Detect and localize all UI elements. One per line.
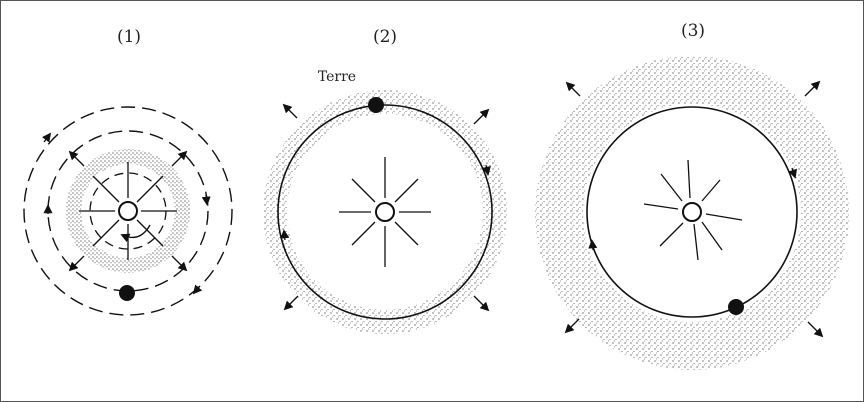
- panel-2-planet-terre: [368, 97, 384, 113]
- planet-label: Terre: [318, 69, 356, 85]
- panel-3-orbit-arrow: [588, 239, 598, 251]
- panel-1-sun-rays: [79, 162, 177, 260]
- panel-3-orbit-arrow: [788, 167, 798, 179]
- panel-1-orbit-arrow: [201, 194, 211, 206]
- panel-2-expansion-arrow: [473, 108, 490, 125]
- panel-3-sun: [682, 202, 702, 222]
- panel-1-inner-swirl-arrow: [120, 224, 151, 243]
- panel-3-sun-rays: [643, 159, 743, 261]
- panel-1-label: (1): [117, 27, 141, 47]
- panel-1-expansion-arrow: [171, 150, 188, 167]
- panel-1-orbit-arrow: [192, 284, 203, 295]
- panel-2-expansion-arrow: [282, 103, 298, 119]
- panel-2-label: (2): [373, 27, 397, 47]
- panel-2-orbit-arrow: [481, 164, 491, 176]
- panel-3-expansion-arrow: [807, 321, 824, 338]
- panel-1: (1): [23, 27, 233, 316]
- panel-1-middle-orbit: [47, 130, 209, 292]
- panel-1-expansion-arrow: [171, 255, 188, 272]
- panel-3-planet: [728, 299, 744, 315]
- panel-3-orbit: [586, 106, 798, 318]
- panel-3-expansion-arrow: [564, 318, 580, 334]
- panel-2-expansion-arrow: [473, 295, 490, 312]
- panel-1-orbit-arrow: [41, 132, 52, 143]
- panel-1-planet: [119, 285, 135, 301]
- panel-1-expansion-arrow: [68, 255, 85, 272]
- panel-2-orbit-arrow: [280, 229, 290, 241]
- panel-1-sun: [118, 201, 138, 221]
- panel-2: (2) Terre: [263, 27, 508, 334]
- panel-2-orbit: [277, 104, 493, 320]
- panel-3-label: (3): [681, 21, 705, 41]
- panel-3-dust-ring: [535, 56, 850, 370]
- panel-1-expansion-arrow: [68, 150, 85, 167]
- panel-2-expansion-arrow: [283, 295, 299, 311]
- panel-3-expansion-arrow: [804, 80, 821, 97]
- panel-2-sun: [375, 202, 395, 222]
- panel-2-sun-rays: [339, 157, 431, 267]
- panel-3: (3): [535, 21, 850, 370]
- panel-1-outer-orbit: [23, 106, 233, 316]
- panel-3-expansion-arrow: [565, 81, 581, 97]
